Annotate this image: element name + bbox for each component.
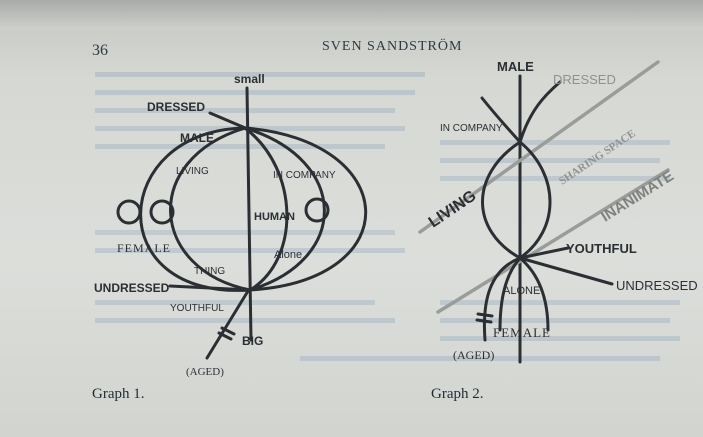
g2-upper-diagonal: [418, 60, 660, 234]
g2-label-alone: ALONE: [503, 285, 540, 297]
g2-label-living: LIVING: [426, 187, 480, 231]
g1-aged-line: [205, 289, 250, 360]
g2-label-inanimate: INANIMATE: [598, 167, 677, 225]
g1-dressed-line: [208, 111, 252, 132]
g2-label-sharing-space: SHARING SPACE: [557, 128, 638, 188]
g2-label-female: FEMALE: [493, 325, 551, 340]
g1-label-in-company: IN COMPANY: [273, 170, 336, 181]
graph-1-caption: Graph 1.: [92, 386, 145, 402]
page-top-shadow: [0, 0, 703, 30]
running-head: SVEN SANDSTRÖM: [322, 39, 463, 54]
g2-label-dressed: DRESSED: [553, 72, 616, 87]
g2-in-company-arc: [480, 96, 522, 144]
g2-label-aged: (AGED): [453, 348, 494, 362]
g1-outer-oval: [139, 126, 368, 292]
g2-aged-tick-1: [476, 312, 494, 318]
g1-label-youthful: YOUTHFUL: [170, 303, 224, 314]
g1-label-thing: THING: [194, 266, 225, 277]
graph-1: small DRESSED MALE LIVING IN COMPANY HUM…: [94, 72, 368, 378]
g2-label-in-company: IN COMPANY: [440, 123, 503, 134]
g1-label-living: LIVING: [176, 166, 209, 177]
g1-undressed-line: [168, 284, 252, 292]
g2-label-undressed: UNDRESSED: [616, 278, 698, 293]
g1-label-dressed: DRESSED: [147, 100, 205, 114]
g1-label-aged: (AGED): [186, 366, 224, 378]
g2-alone-arc-right: [518, 256, 550, 332]
g1-inner-arc-far-right: [243, 126, 326, 292]
g1-vertical-axis: [245, 86, 253, 342]
g2-label-youthful: YOUTHFUL: [566, 241, 637, 256]
g2-undressed-line: [518, 256, 614, 286]
g1-label-alone: Alone: [274, 249, 302, 261]
g2-inanimate-curve: [518, 140, 552, 260]
g1-label-human: HUMAN: [254, 211, 295, 223]
g1-inner-arc-right: [243, 126, 289, 292]
g2-dressed-arc-1: [518, 80, 562, 144]
g1-label-undressed: UNDRESSED: [94, 281, 170, 295]
g1-female-circle-1: [116, 199, 142, 225]
g2-alone-arc-left: [498, 256, 522, 332]
g2-aged-tick-2: [475, 318, 493, 324]
g2-aged-arc: [482, 256, 522, 342]
g2-youthful-line: [518, 246, 570, 260]
g2-label-male: MALE: [497, 59, 534, 74]
g1-label-male: MALE: [180, 131, 214, 145]
g1-female-circle-2: [149, 199, 175, 225]
g2-lower-diagonal: [436, 168, 670, 314]
g2-living-curve: [481, 140, 522, 260]
graph-2: MALE DRESSED IN COMPANY SHARING SPACE LI…: [418, 59, 698, 364]
g1-inner-arc-left: [169, 126, 252, 292]
g1-label-big: BIG: [242, 334, 263, 348]
g1-human-circle: [304, 197, 330, 223]
g1-label-female: FEMALE: [117, 241, 171, 255]
g1-aged-tick-2: [217, 331, 233, 341]
g1-aged-tick-1: [220, 326, 236, 336]
g1-label-small: small: [234, 72, 265, 86]
graph-2-caption: Graph 2.: [431, 386, 484, 402]
page-number: 36: [92, 42, 108, 59]
